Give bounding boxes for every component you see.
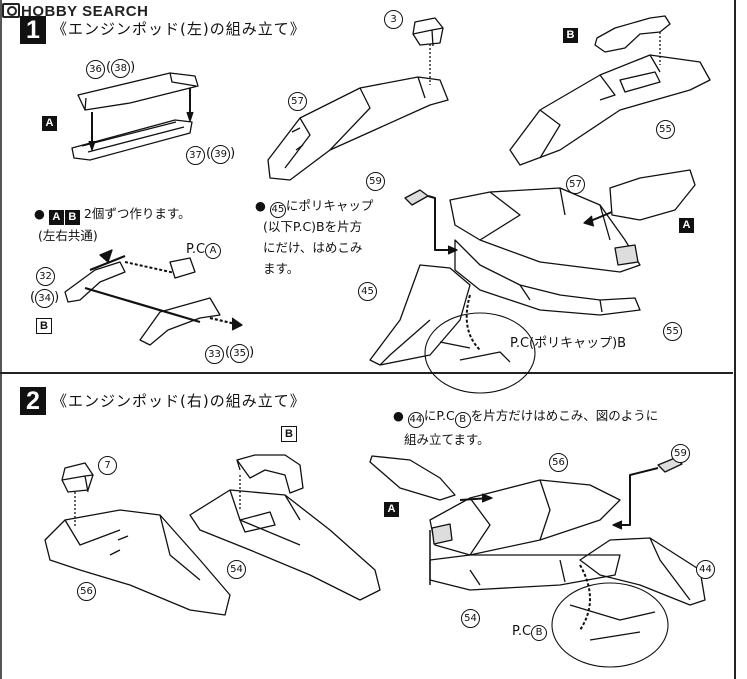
part-55-shape (509, 54, 711, 166)
note-45-line1: にポリキャップ (285, 198, 374, 213)
part-57-assembly (449, 187, 641, 273)
pc-callout-step1: P.C(ポリキャップ)B (510, 332, 626, 351)
pc-callout-text: P.C(ポリキャップ)B (510, 336, 627, 351)
part-b-piece (236, 454, 304, 494)
part-55-callout-assembly: 55 (663, 322, 682, 341)
part-35-callout: (35) (225, 344, 254, 363)
note-44-line2: 組み立てます。 (404, 432, 490, 447)
note-ab-sub: (左右共通) (38, 228, 98, 243)
tag-a-inline: A (48, 210, 64, 225)
right-border (734, 0, 736, 679)
part-55-callout-top: 55 (656, 120, 675, 139)
note-45-line3: にだけ、はめこみ (263, 240, 363, 255)
tag-b-step2: B (281, 426, 297, 442)
part-45-inline: 45 (269, 202, 286, 218)
part-35-number: 35 (230, 344, 250, 363)
step1-title: 《エンジンポッド(左)の組み立て》 (52, 20, 306, 38)
detail-magnifier (424, 312, 536, 394)
pc-b-text: P.C (512, 624, 532, 639)
part-44-callout: 44 (696, 560, 715, 579)
part-a-piece (609, 169, 696, 221)
part-45-callout: 45 (358, 282, 377, 301)
part-3-callout: 3 (384, 10, 403, 29)
part-56-callout-left: 56 (77, 582, 96, 601)
part-54-callout-left: 54 (227, 560, 246, 579)
tag-a-step1: A (42, 116, 57, 131)
part-39-number: 39 (211, 145, 231, 164)
note-44-line1: にP.C (423, 408, 455, 423)
tag-a-step2: A (384, 502, 399, 517)
step-divider (0, 372, 733, 374)
part-59-shape (404, 189, 429, 206)
part-37-callout: 37 (186, 146, 205, 165)
part-36-callout: 36 (86, 60, 105, 79)
part-57-callout: 57 (288, 92, 307, 111)
part-45-shape (369, 264, 471, 366)
part-7-callout: 7 (98, 456, 117, 475)
pc-b-inline: B (454, 412, 471, 428)
part-a-step2 (369, 455, 456, 501)
pc-a-text: P.C (186, 242, 206, 257)
part-56-callout-right: 56 (549, 453, 568, 472)
tag-b-step1-top: B (563, 28, 578, 43)
watermark-text: HOBBY SEARCH (21, 3, 149, 20)
step2-title: 《エンジンポッド(右)の組み立て》 (52, 392, 306, 410)
step1-number: 1 (20, 16, 46, 44)
tag-a-assembly: A (679, 218, 694, 233)
part-39-callout: (39) (206, 145, 235, 164)
pc-b-letter: B (531, 625, 548, 641)
watermark: HOBBY SEARCH (2, 3, 148, 20)
part-56-left (44, 509, 231, 616)
part-38-callout: (38) (106, 59, 135, 78)
part-44-shape (579, 537, 706, 606)
part-59-callout-step2: 59 (671, 444, 690, 463)
part-38-number: 38 (111, 59, 131, 78)
part-57-shape (267, 76, 449, 181)
part-57-callout-assembly: 57 (566, 175, 585, 194)
step2-number: 2 (20, 387, 46, 415)
pc-a-letter: A (205, 243, 222, 259)
note-44-line1b: を片方だけはめこみ、図のように (470, 408, 659, 423)
detail-magnifier-2 (551, 582, 669, 668)
part-32-callout: 32 (36, 267, 55, 286)
part-34-callout: (34) (30, 289, 59, 308)
part-34-number: 34 (35, 289, 55, 308)
part-37-shape (71, 119, 193, 161)
left-border (0, 0, 2, 679)
camera-icon (2, 3, 20, 18)
part-33-callout: 33 (205, 345, 224, 364)
tag-b-lower: B (36, 318, 52, 334)
part-54-callout-right: 54 (461, 609, 480, 628)
part-54-left (189, 489, 381, 601)
note-45-line4: ます。 (263, 261, 300, 276)
part-59-callout: 59 (366, 172, 385, 191)
part-44-inline: 44 (407, 412, 424, 428)
tag-b-inline: B (64, 210, 80, 225)
note-ab-text: 2個ずつ作ります。 (83, 206, 191, 221)
part-56-right (429, 479, 621, 556)
note-45-line2: (以下P.C)Bを片方 (263, 219, 363, 234)
